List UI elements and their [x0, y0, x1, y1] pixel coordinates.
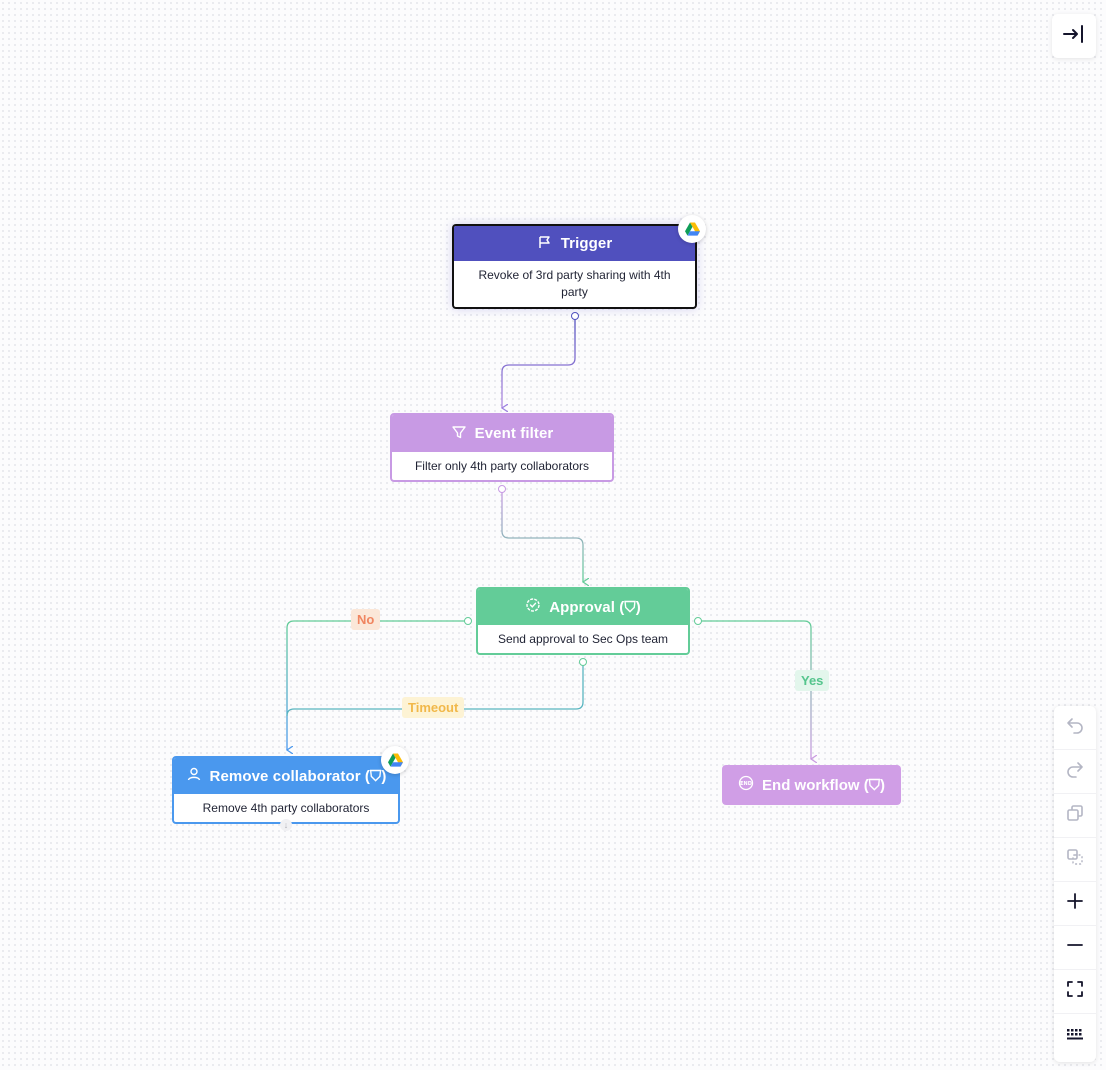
filter-icon — [451, 424, 467, 444]
zoom-in-icon — [1065, 891, 1085, 916]
zoom-out-icon — [1065, 935, 1085, 960]
approval-description: Send approval to Sec Ops team — [497, 631, 669, 646]
end-icon: END — [738, 775, 754, 795]
edge-label-timeout: Timeout — [402, 697, 465, 718]
trigger-header: Trigger — [454, 226, 695, 261]
collapse-panel-button[interactable] — [1052, 14, 1096, 58]
canvas-toolbar — [1054, 706, 1096, 1062]
remove-header: Remove collaborator (⛉) — [174, 758, 398, 794]
collapse-panel-icon — [1063, 24, 1085, 48]
edge-label-yes: Yes — [795, 670, 830, 691]
edge-approval-timeout — [286, 662, 584, 717]
trigger-node[interactable]: Trigger Revoke of 3rd party sharing with… — [452, 224, 697, 309]
fit-view-button[interactable] — [1054, 970, 1096, 1014]
keyboard-button[interactable] — [1054, 1014, 1096, 1058]
trigger-output-port[interactable] — [571, 312, 579, 320]
zoom-in-button[interactable] — [1054, 882, 1096, 926]
keyboard-icon — [1065, 1024, 1085, 1049]
flag-icon — [537, 234, 553, 254]
approval-node[interactable]: Approval (⛉) Send approval to Sec Ops te… — [476, 587, 690, 655]
redo-button[interactable] — [1054, 750, 1096, 794]
edge-approval-no — [287, 620, 468, 750]
approval-no-port[interactable] — [464, 617, 472, 625]
user-icon — [186, 766, 202, 786]
filter-title: Event filter — [474, 425, 554, 442]
remove-collaborator-node[interactable]: Remove collaborator (⛉) Remove 4th party… — [172, 756, 400, 824]
edge-filter-to-approval — [501, 489, 583, 582]
edge-approval-yes — [698, 620, 811, 759]
approval-timeout-port[interactable] — [579, 658, 587, 666]
redo-icon — [1065, 759, 1085, 784]
undo-icon — [1065, 715, 1085, 740]
fit-view-icon — [1065, 979, 1085, 1004]
end-workflow-node[interactable]: END End workflow (⛉) — [722, 765, 901, 805]
filter-output-port[interactable] — [498, 485, 506, 493]
approval-badge-icon — [525, 597, 541, 617]
undo-button[interactable] — [1054, 706, 1096, 750]
edge-label-no: No — [351, 609, 381, 630]
add-step-icon[interactable]: ↓ — [280, 819, 292, 831]
end-title: End workflow (⛉) — [762, 776, 885, 794]
filter-description: Filter only 4th party collaborators — [414, 458, 590, 473]
duplicate-button[interactable] — [1054, 794, 1096, 838]
remove-description: Remove 4th party collaborators — [202, 800, 370, 815]
duplicate-icon — [1065, 803, 1085, 828]
svg-text:END: END — [740, 781, 752, 787]
event-filter-node[interactable]: Event filter Filter only 4th party colla… — [390, 413, 614, 482]
zoom-out-button[interactable] — [1054, 926, 1096, 970]
select-icon — [1065, 847, 1085, 872]
approval-header: Approval (⛉) — [478, 589, 688, 625]
approval-yes-port[interactable] — [694, 617, 702, 625]
trigger-title: Trigger — [560, 235, 613, 252]
filter-header: Event filter — [392, 415, 612, 452]
select-button[interactable] — [1054, 838, 1096, 882]
trigger-description: Revoke of 3rd party sharing with 4th par… — [478, 268, 671, 299]
google-drive-icon — [678, 215, 706, 243]
remove-title: Remove collaborator (⛉) — [209, 767, 387, 785]
edge-trigger-to-filter — [502, 316, 576, 408]
approval-title: Approval (⛉) — [549, 598, 641, 616]
google-drive-icon — [381, 746, 409, 774]
